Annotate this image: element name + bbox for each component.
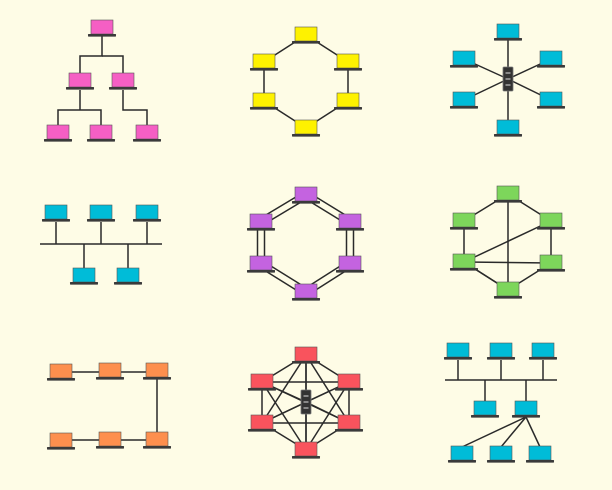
dual-ring-topology [247,186,364,301]
laptop-icon [292,441,320,459]
laptop-icon [537,212,565,230]
laptop-icon [42,204,70,222]
laptop-icon [109,72,137,90]
laptop-icon [66,72,94,90]
laptop-icon [450,91,478,109]
laptop-icon [494,185,522,203]
connection-line [461,416,527,448]
laptop-icon [143,431,171,449]
laptop-icon [88,19,116,37]
laptop-icon [494,281,522,299]
laptop-icon [336,213,364,231]
laptop-icon [292,186,320,204]
laptop-icon [537,254,565,272]
connection-line [305,354,350,424]
tree-topology [44,19,161,142]
laptop-icon [444,342,472,360]
switch-icon [502,66,514,92]
connection-line [463,220,552,263]
laptop-icon [133,204,161,222]
laptop-icon [537,91,565,109]
laptop-icon [248,414,276,432]
connection-line [102,55,124,74]
laptop-icon [494,119,522,137]
laptop-icon [47,363,75,381]
star-topology [450,23,565,137]
laptop-icon [250,92,278,110]
connection-line [261,381,307,451]
laptop-icon [450,253,478,271]
laptop-icon [114,267,142,285]
laptop-icon [250,53,278,71]
laptop-icon [292,346,320,364]
connection-line [525,416,541,448]
ring-topology [250,26,362,137]
laptop-icon [70,267,98,285]
laptop-icon [471,400,499,418]
laptop-icon [487,342,515,360]
laptop-icon [292,283,320,301]
connection-line [80,109,102,128]
laptop-icon [47,432,75,450]
laptop-icon [450,212,478,230]
laptop-icon [87,124,115,142]
laptop-icon [292,119,320,137]
laptop-icon [96,431,124,449]
connection-line [122,90,148,128]
laptop-icon [247,213,275,231]
laptop-icon [334,53,362,71]
laptop-icon [335,414,363,432]
laptop-icon [292,26,320,44]
laptop-icon [448,445,476,463]
connection-line [57,109,80,128]
laptop-icon [248,373,276,391]
laptop-icon [133,124,161,142]
connection-line [305,381,350,451]
laptop-icon [334,92,362,110]
line-topology [47,362,171,450]
laptop-icon [336,255,364,273]
tree-bus-topology [444,342,557,463]
full-mesh-topology [248,346,363,459]
connection-line [79,34,103,74]
bus-topology [40,204,162,285]
laptop-icon [450,50,478,68]
switch-icon [300,389,312,415]
hybrid-mesh-topology [450,185,565,299]
laptop-icon [526,445,554,463]
laptop-icon [96,362,124,380]
laptop-icon [335,373,363,391]
connection-line [261,354,307,424]
laptop-icon [512,400,540,418]
laptop-icon [143,362,171,380]
laptop-icon [247,255,275,273]
connection-line [463,261,552,264]
connection-line [500,416,527,448]
laptop-icon [537,50,565,68]
laptop-icon [529,342,557,360]
laptop-icon [87,204,115,222]
laptop-icon [44,124,72,142]
laptop-icon [494,23,522,41]
laptop-icon [487,445,515,463]
